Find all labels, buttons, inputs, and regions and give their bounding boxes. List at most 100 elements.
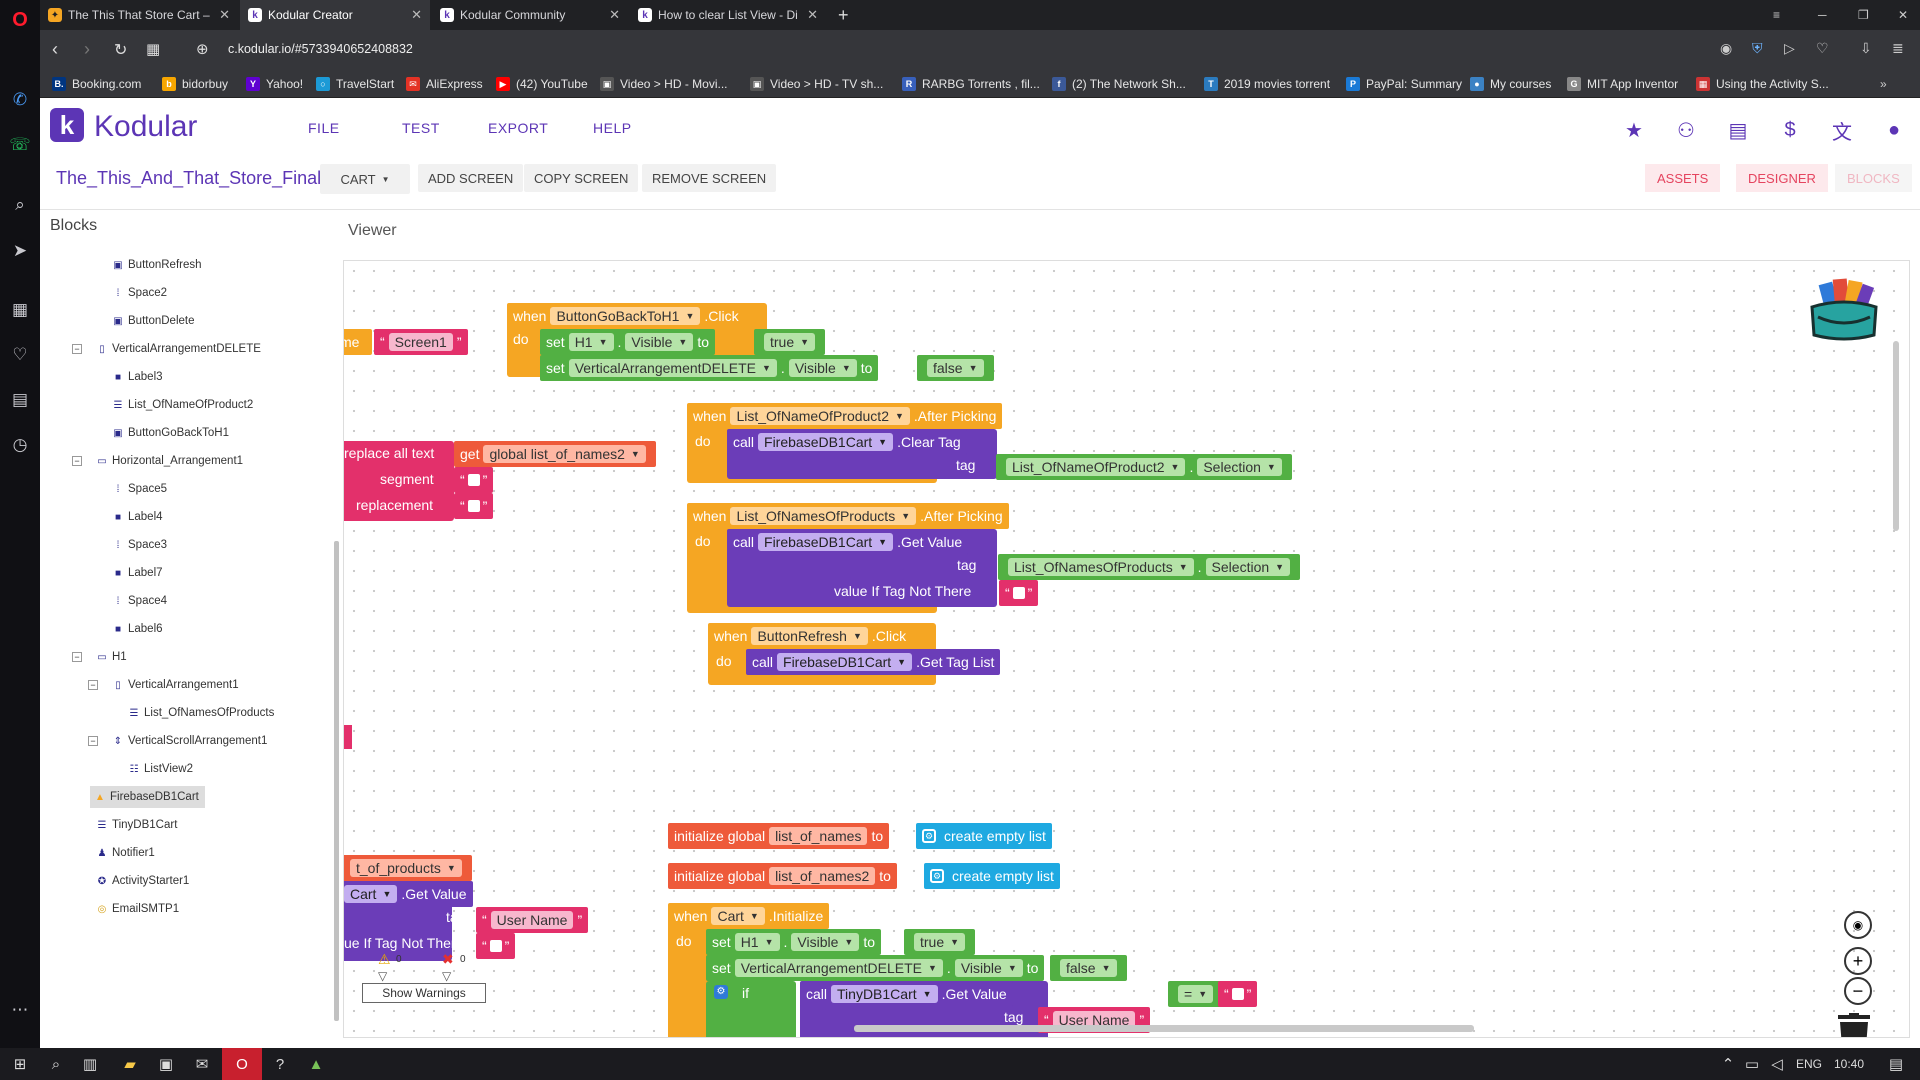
collapse-toggle[interactable]: − (88, 736, 98, 746)
gear-icon[interactable]: ⚙ (714, 985, 728, 999)
network-icon[interactable]: ▭ (1744, 1056, 1760, 1073)
tree-item[interactable]: ▣ButtonDelete (113, 315, 195, 327)
show-warnings-button[interactable]: Show Warnings (362, 983, 486, 1003)
boolean-block[interactable]: true▼ (904, 929, 976, 955)
get-variable-block[interactable]: t_of_products▼ (344, 855, 472, 881)
tree-item[interactable]: ⁞Space2 (112, 282, 167, 304)
tree-item[interactable]: ⁞Space4 (112, 590, 167, 612)
set-block[interactable]: set VerticalArrangementDELETE▼ . Visible… (706, 955, 1045, 981)
android-icon[interactable]: ▲ (308, 1055, 324, 1073)
account-icon[interactable]: ● (1887, 118, 1901, 141)
clock[interactable]: 10:40 (1834, 1057, 1865, 1071)
maximize-icon[interactable]: ❐ (1858, 8, 1869, 22)
tree-item[interactable]: ▣ButtonGoBackToH1 (113, 427, 230, 439)
tree-item[interactable]: ⁞Space5 (112, 478, 167, 500)
bookmark-item[interactable]: ▶(42) YouTube (496, 70, 588, 98)
event-block-header[interactable]: when List_OfNamesOfProducts▼ .After Pick… (687, 503, 1009, 529)
empty-text-block[interactable]: “” (999, 580, 1039, 606)
block-fragment[interactable]: me (344, 329, 372, 355)
tree-item[interactable]: ☷ListView2 (129, 763, 194, 775)
property-getter-block[interactable]: List_OfNamesOfProducts▼ . Selection▼ (998, 554, 1301, 580)
collapse-toggle[interactable]: − (72, 344, 82, 354)
task-view-icon[interactable]: ▥ (82, 1056, 98, 1073)
zoom-in-icon[interactable]: + (1844, 947, 1872, 975)
tree-item[interactable]: ▭H1 (97, 651, 127, 663)
file-explorer-icon[interactable]: ▰ (124, 1056, 136, 1073)
windows-start-icon[interactable]: ⊞ (13, 1056, 27, 1073)
recenter-icon[interactable]: ◉ (1844, 911, 1872, 939)
tree-item[interactable]: ☰List_OfNameOfProduct2 (113, 399, 254, 411)
tree-item[interactable]: ☰List_OfNamesOfProducts (129, 707, 275, 719)
empty-text-block[interactable]: “” (1218, 981, 1258, 1007)
tray-chevron-icon[interactable]: ⌃ (1721, 1056, 1735, 1073)
call-block[interactable]: call FirebaseDB1Cart▼ .Get Value (727, 529, 969, 555)
more-icon[interactable]: ⋯ (11, 1000, 29, 1019)
tree-item[interactable]: ■Label6 (112, 618, 163, 640)
tree-item[interactable]: ▯VerticalArrangementDELETE (96, 338, 261, 360)
collapse-toggle[interactable]: − (72, 456, 82, 466)
tabs-grid-icon[interactable]: ▦ (146, 41, 161, 58)
collapse-toggle[interactable]: − (72, 652, 82, 662)
copy-screen-button[interactable]: COPY SCREEN (524, 164, 639, 192)
collapse-toggle[interactable]: − (88, 680, 98, 690)
back-icon[interactable]: ‹ (52, 39, 58, 59)
translate-icon[interactable]: 文 (1832, 121, 1852, 144)
blocks-workspace[interactable]: me “Screen1” when ButtonGoBackToH1▼ .Cli… (343, 260, 1910, 1038)
blocks-button[interactable]: BLOCKS (1835, 164, 1912, 192)
camera-icon[interactable]: ◉ (1720, 40, 1733, 56)
menu-test[interactable]: TEST (402, 120, 440, 136)
set-block[interactable]: set H1▼ . Visible▼ to (706, 929, 882, 955)
reload-icon[interactable]: ↻ (114, 42, 128, 59)
whatsapp-icon[interactable]: ☏ (9, 135, 31, 154)
backpack-icon[interactable] (1804, 277, 1884, 343)
block-stub[interactable] (344, 725, 352, 749)
set-block[interactable]: set VerticalArrangementDELETE▼ . Visible… (540, 355, 879, 381)
close-icon[interactable]: ✕ (411, 7, 422, 22)
messenger-icon[interactable]: ✆ (12, 90, 28, 109)
chevron-down-icon[interactable]: ▽ (442, 969, 452, 983)
close-icon[interactable]: ✕ (219, 7, 230, 22)
minimize-icon[interactable]: ─ (1818, 8, 1827, 22)
browser-tab[interactable]: k How to clear List View - Di ✕ (630, 0, 826, 30)
tree-item-selected[interactable]: ▲FirebaseDB1Cart (90, 786, 205, 808)
tree-item[interactable]: ▣ButtonRefresh (113, 259, 202, 271)
settings-icon[interactable]: ≣ (1892, 40, 1904, 56)
tree-item[interactable]: ▯VerticalArrangement1 (112, 674, 238, 696)
library-icon[interactable]: ▤ (1728, 119, 1748, 142)
close-icon[interactable]: ✕ (807, 7, 818, 22)
bookmark-item[interactable]: ▣Video > HD - TV sh... (750, 70, 883, 98)
property-getter-block[interactable]: List_OfNameOfProduct2▼ . Selection▼ (996, 454, 1292, 480)
assets-button[interactable]: ASSETS (1645, 164, 1721, 192)
search-icon[interactable]: ⌕ (15, 195, 25, 214)
language-indicator[interactable]: ENG (1796, 1057, 1823, 1071)
boolean-block[interactable]: true▼ (754, 329, 826, 355)
event-block-header[interactable]: when List_OfNameOfProduct2▼ .After Picki… (687, 403, 1003, 429)
bookmark-item[interactable]: B.Booking.com (52, 70, 141, 98)
designer-button[interactable]: DESIGNER (1736, 164, 1828, 192)
global-init-block[interactable]: initialize global list_of_names2 to (668, 863, 897, 889)
tree-item[interactable]: ■Label7 (112, 562, 163, 584)
browser-tab-active[interactable]: k Kodular Creator ✕ (240, 0, 430, 30)
history-icon[interactable]: ◷ (12, 435, 28, 454)
mail-icon[interactable]: ✉ (195, 1056, 209, 1073)
new-tab-button[interactable]: + (838, 4, 849, 25)
notifications-icon[interactable]: ▤ (1888, 1056, 1904, 1073)
text-block[interactable]: “User Name” (476, 907, 589, 933)
tree-item[interactable]: ☰TinyDB1Cart (97, 819, 178, 831)
send-icon[interactable]: ▷ (1784, 40, 1795, 56)
browser-tab[interactable]: ✦ The This That Store Cart – D ✕ (40, 0, 238, 30)
call-block[interactable]: call FirebaseDB1Cart▼ .Clear Tag (727, 429, 967, 455)
global-init-block[interactable]: initialize global list_of_names to (668, 823, 890, 849)
trash-icon[interactable] (1834, 1013, 1874, 1037)
download-icon[interactable]: ⇩ (1860, 40, 1872, 56)
tree-item[interactable]: ⇕VerticalScrollArrangement1 (113, 735, 268, 747)
set-block[interactable]: set H1▼ . Visible▼ to (540, 329, 716, 355)
create-list-block[interactable]: ⚙ create empty list (924, 863, 1060, 889)
boolean-block[interactable]: false▼ (917, 355, 994, 381)
search-icon[interactable]: ⌕ (51, 1055, 61, 1073)
more-bookmarks-icon[interactable]: » (1880, 77, 1887, 91)
